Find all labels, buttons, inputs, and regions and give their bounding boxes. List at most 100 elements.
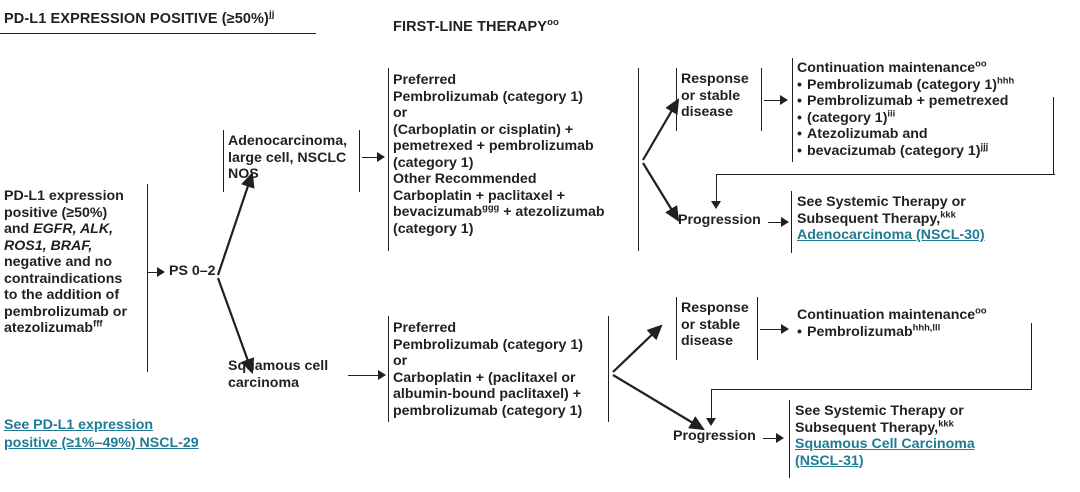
adeno-line-2: large cell, NSCLC [228, 149, 347, 166]
maintenance-top-item-2-cont-text: (category 1) [807, 109, 888, 126]
criteria-line-3-genes: EGFR, ALK, [33, 221, 114, 238]
criteria-line-2: positive (≥50%) [4, 204, 108, 221]
maintenance-bottom-title: Continuation maintenanceoo [797, 306, 987, 324]
criteria-line-9-sup: fff [93, 318, 103, 329]
squamous-therapy-right-rule [608, 316, 609, 422]
arrowhead-progression-bottom-to-subsequent [776, 433, 784, 443]
squamous-therapy-line-1: Pembrolizumab (category 1) [393, 336, 584, 353]
response-top-right-rule [761, 68, 762, 131]
outcome-response-bottom: Response or stable disease [681, 300, 749, 350]
maintenance-top-item-3-cont: bevacizumab (category 1)jjj [797, 141, 1014, 160]
adeno-therapy-right-rule [638, 68, 639, 251]
adeno-therapy-line-7-sup: ggg [482, 202, 500, 213]
maintenance-top-box: Continuation maintenanceoo Pembrolizumab… [797, 58, 1015, 160]
criteria-line-3-pre: and [4, 221, 34, 238]
subsequent-bottom-link-line-2[interactable]: (NSCL-31) [795, 452, 864, 469]
squamous-line-1: Squamous cell [228, 358, 329, 374]
subsequent-top-left-rule [791, 191, 792, 253]
maintenance-top-item-2-cont: (category 1)iii [797, 107, 1014, 127]
response-top-line-3: disease [681, 104, 734, 121]
maintenance-top-bracket-h [716, 174, 1055, 175]
criteria-line-4-genes: ROS1, BRAF, [4, 237, 93, 254]
arrowhead-criteria-to-ps [157, 267, 165, 277]
maintenance-bottom-item-1: Pembrolizumabhhh,lll [797, 322, 987, 341]
arrowhead-maintenance-bottom-to-progression [706, 418, 716, 426]
header-therapy-sup: oo [547, 17, 559, 29]
subsequent-bottom-line-2: Subsequent Therapy,kkk [795, 418, 975, 437]
adeno-therapy-heading-other: Other Recommended [393, 171, 537, 188]
adeno-therapy-line-8: (category 1) [393, 220, 474, 237]
connector-response-top-to-maintenance [764, 100, 782, 101]
criteria-box-right-rule [147, 184, 148, 372]
connector-squamous-to-therapy [348, 375, 380, 376]
criteria-line-9-text: atezolizumab [4, 320, 94, 337]
connector-criteria-to-ps [147, 272, 158, 273]
header-pdl1-sup: jj [268, 9, 275, 21]
link-pdl1-line-2[interactable]: positive (≥1%–49%) NSCL-29 [4, 434, 199, 451]
subsequent-bottom-link-line-1[interactable]: Squamous Cell Carcinoma [795, 436, 975, 453]
header-rule-left [0, 33, 316, 34]
adeno-therapy-line-7-post: + atezolizumab [499, 204, 605, 221]
maintenance-top-bracket-left-v [716, 174, 717, 203]
response-top-line-2: or stable [681, 87, 741, 104]
ps-node: PS 0–2 [169, 263, 216, 280]
squamous-therapy-line-4: albumin-bound paclitaxel) + [393, 386, 582, 403]
ps-branch-connectors [216, 171, 255, 375]
header-pdl1-text: PD-L1 EXPRESSION POSITIVE (≥50%) [4, 11, 269, 27]
arrowhead-response-bottom-to-maintenance [781, 324, 789, 334]
maintenance-bottom-title-text: Continuation maintenance [797, 307, 976, 323]
maintenance-top-item-2-cont-sup: iii [887, 107, 896, 118]
ps-node-label: PS 0–2 [169, 263, 216, 279]
arrowhead-response-top-to-maintenance [780, 95, 788, 105]
header-therapy-text: FIRST-LINE THERAPY [393, 19, 548, 35]
maintenance-bottom-bracket-left-v [711, 389, 712, 420]
adeno-therapy-line-1: Pembrolizumab (category 1) [393, 88, 584, 105]
maintenance-top-item-3: Atezolizumab and [797, 126, 1014, 143]
link-pdl1-1-49[interactable]: See PD-L1 expression positive (≥1%–49%) … [4, 417, 199, 452]
maintenance-bottom-bracket-right-v [1031, 323, 1032, 389]
squamous-therapy-line-5: pembrolizumab (category 1) [393, 402, 583, 419]
maintenance-top-item-3-cont-text: bevacizumab (category 1) [807, 142, 981, 159]
maintenance-top-left-rule [792, 58, 793, 162]
arrowhead-squamous-to-therapy [378, 370, 386, 380]
subsequent-bottom-left-rule [789, 400, 790, 478]
histology-squamous: Squamous cell carcinoma [228, 358, 328, 391]
squamous-outcome-branch [612, 324, 705, 431]
adeno-therapy-line-4: pemetrexed + pembrolizumab [393, 138, 594, 155]
arrowhead-adeno-to-therapy [377, 152, 385, 162]
adeno-outcome-branch [642, 98, 680, 222]
response-bottom-left-rule [676, 297, 677, 360]
maintenance-bottom-bracket-h [711, 389, 1032, 390]
adeno-therapy-line-3: (Carboplatin or cisplatin) + [393, 121, 574, 138]
maintenance-top-item-2-text: Pembrolizumab + pemetrexed [807, 93, 1009, 110]
subsequent-top-link-nscl30[interactable]: Adenocarcinoma (NSCL-30) [797, 227, 985, 244]
maintenance-top-item-1-text: Pembrolizumab (category 1) [807, 76, 998, 93]
criteria-line-8: pembrolizumab or [4, 303, 127, 320]
squamous-therapy-left-rule [388, 316, 389, 422]
response-bottom-line-1: Response [681, 300, 749, 316]
adeno-therapy-line-7: bevacizumabggg + atezolizumab [393, 202, 605, 221]
adeno-line-1: Adenocarcinoma, [228, 133, 348, 149]
subsequent-top-line-2-sup: kkk [940, 208, 956, 219]
maintenance-top-item-1-sup: hhh [997, 74, 1015, 85]
connector-progression-top-to-subsequent [768, 222, 784, 223]
subsequent-bottom-line-2-text: Subsequent Therapy, [795, 419, 939, 436]
connector-adeno-to-therapy [362, 157, 379, 158]
adeno-therapy-line-2: or [393, 105, 408, 122]
squamous-therapy-line-2: or [393, 353, 408, 370]
maintenance-top-item-2: Pembrolizumab + pemetrexed [797, 93, 1014, 110]
maintenance-top-title: Continuation maintenanceoo [797, 58, 1014, 77]
progression-bottom-label: Progression [673, 428, 756, 444]
maintenance-bottom-list: Pembrolizumabhhh,lll [797, 322, 987, 341]
maintenance-top-title-sup: oo [975, 58, 987, 69]
criteria-line-3: and EGFR, ALK, [4, 221, 146, 238]
outcome-progression-bottom: Progression [673, 428, 756, 445]
link-pdl1-line-1[interactable]: See PD-L1 expression [4, 417, 154, 433]
criteria-line-9: atezolizumabfff [4, 318, 146, 337]
maintenance-top-bracket-right-v [1053, 97, 1054, 174]
subsequent-bottom-line-1: See Systemic Therapy or [795, 403, 964, 419]
response-top-left-rule [676, 68, 677, 131]
outcome-response-top: Response or stable disease [681, 71, 749, 121]
adeno-therapy-box: Preferred Pembrolizumab (category 1) or … [393, 72, 605, 237]
